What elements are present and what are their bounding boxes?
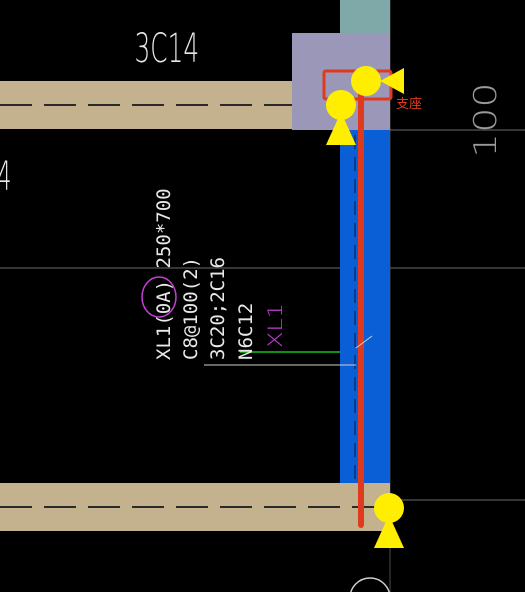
beam-label-line3: 3C20;2C16 (207, 257, 229, 360)
support-symbol-top-rotated[interactable] (351, 66, 404, 96)
blue-wall (340, 130, 390, 483)
support-symbol-bottom[interactable] (374, 493, 404, 548)
beam-label-line2: C8@100(2) (180, 257, 202, 360)
beam-label-line1: XL1(0A) 250*700 (153, 188, 175, 360)
beam-type-oval (141, 276, 177, 318)
support-symbol-top[interactable] (326, 90, 356, 145)
left-partial-label: 4 (0, 152, 12, 199)
beam-name-magenta: XL1 (265, 303, 287, 348)
support-label: 支座 (396, 97, 422, 112)
label-leader-short (355, 335, 373, 349)
axis-bubble (350, 577, 390, 592)
top-rebar-label: 3C14 (135, 25, 200, 72)
column-teal-top (340, 0, 390, 34)
beam-label-line4: N6C12 (235, 303, 257, 360)
dimension-label: 100 (468, 82, 504, 158)
